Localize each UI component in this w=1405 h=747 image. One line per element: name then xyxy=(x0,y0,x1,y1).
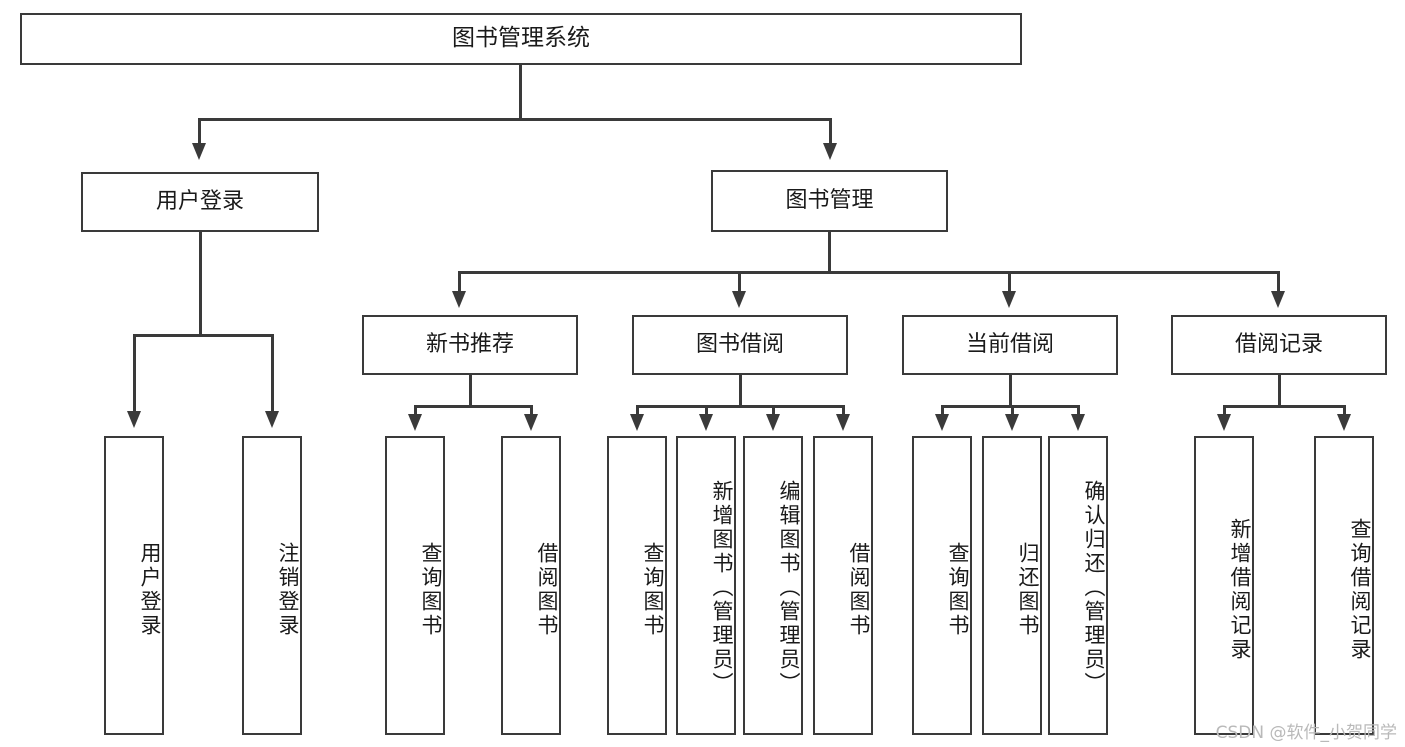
connector-borrow-record-stem xyxy=(1278,375,1281,407)
arrowhead-current-borrow-to-leaf-3 xyxy=(1071,414,1085,431)
arrowhead-book-manage-to-new-book xyxy=(452,291,466,308)
node-current-borrow[interactable]: 当前借阅 xyxy=(902,315,1118,375)
arrowhead-root-to-user-login xyxy=(192,143,206,160)
connector-new-book-bar xyxy=(414,405,532,408)
connector-book-manage-to-book-borrow xyxy=(738,271,741,293)
connector-current-borrow-to-leaf-1 xyxy=(941,405,944,417)
leaf-query-book-current[interactable]: 查询图书 xyxy=(912,436,972,735)
arrowhead-new-book-to-leaf-1 xyxy=(408,414,422,431)
connector-new-book-to-leaf-1 xyxy=(414,405,417,417)
node-book-borrow[interactable]: 图书借阅 xyxy=(632,315,848,375)
connector-user-login-to-leaf-2 xyxy=(271,334,274,413)
leaf-query-book-borrow[interactable]: 查询图书 xyxy=(607,436,667,735)
connector-borrow-record-to-leaf-1 xyxy=(1223,405,1226,417)
connector-book-borrow-stem xyxy=(739,375,742,407)
connector-book-borrow-to-leaf-3 xyxy=(772,405,775,417)
connector-current-borrow-bar xyxy=(941,405,1079,408)
connector-root-bar xyxy=(198,118,832,121)
connector-new-book-to-leaf-2 xyxy=(530,405,533,417)
leaf-add-book-admin[interactable]: 新增图书（管理员） xyxy=(676,436,736,735)
node-book-management[interactable]: 图书管理 xyxy=(711,170,948,232)
node-root-book-management-system[interactable]: 图书管理系统 xyxy=(20,13,1022,65)
leaf-query-borrow-record[interactable]: 查询借阅记录 xyxy=(1314,436,1374,735)
arrowhead-borrow-record-to-leaf-1 xyxy=(1217,414,1231,431)
connector-book-borrow-to-leaf-2 xyxy=(705,405,708,417)
connector-book-manage-to-new-book xyxy=(458,271,461,293)
arrowhead-book-borrow-to-leaf-4 xyxy=(836,414,850,431)
arrowhead-root-to-book-manage xyxy=(823,143,837,160)
connector-book-manage-to-borrow-record xyxy=(1277,271,1280,293)
leaf-edit-book-admin[interactable]: 编辑图书（管理员） xyxy=(743,436,803,735)
arrowhead-book-manage-to-borrow-record xyxy=(1271,291,1285,308)
arrowhead-book-manage-to-book-borrow xyxy=(732,291,746,308)
arrowhead-borrow-record-to-leaf-2 xyxy=(1337,414,1351,431)
arrowhead-new-book-to-leaf-2 xyxy=(524,414,538,431)
connector-current-borrow-to-leaf-3 xyxy=(1077,405,1080,417)
connector-book-borrow-to-leaf-4 xyxy=(842,405,845,417)
node-borrow-record[interactable]: 借阅记录 xyxy=(1171,315,1387,375)
leaf-return-book[interactable]: 归还图书 xyxy=(982,436,1042,735)
leaf-confirm-return-admin[interactable]: 确认归还（管理员） xyxy=(1048,436,1108,735)
connector-borrow-record-bar xyxy=(1223,405,1345,408)
connector-current-borrow-to-leaf-2 xyxy=(1011,405,1014,417)
connector-borrow-record-to-leaf-2 xyxy=(1343,405,1346,417)
arrowhead-book-borrow-to-leaf-1 xyxy=(630,414,644,431)
connector-book-manage-bar xyxy=(458,271,1279,274)
arrowhead-current-borrow-to-leaf-2 xyxy=(1005,414,1019,431)
leaf-add-borrow-record[interactable]: 新增借阅记录 xyxy=(1194,436,1254,735)
connector-new-book-stem xyxy=(469,375,472,407)
connector-user-login-to-leaf-1 xyxy=(133,334,136,413)
arrowhead-book-manage-to-current-borrow xyxy=(1002,291,1016,308)
arrowhead-book-borrow-to-leaf-3 xyxy=(766,414,780,431)
connector-current-borrow-stem xyxy=(1009,375,1012,407)
node-user-login[interactable]: 用户登录 xyxy=(81,172,319,232)
arrowhead-current-borrow-to-leaf-1 xyxy=(935,414,949,431)
arrowhead-book-borrow-to-leaf-2 xyxy=(699,414,713,431)
connector-book-borrow-bar xyxy=(636,405,844,408)
leaf-user-login[interactable]: 用户登录 xyxy=(104,436,164,735)
connector-root-to-user-login xyxy=(198,118,201,146)
connector-book-manage-to-current-borrow xyxy=(1008,271,1011,293)
connector-book-manage-stem xyxy=(828,232,831,273)
node-new-book-recommend[interactable]: 新书推荐 xyxy=(362,315,578,375)
leaf-borrow-book-borrow[interactable]: 借阅图书 xyxy=(813,436,873,735)
leaf-user-logout[interactable]: 注销登录 xyxy=(242,436,302,735)
arrowhead-user-login-to-leaf-2 xyxy=(265,411,279,428)
connector-book-borrow-to-leaf-1 xyxy=(636,405,639,417)
leaf-borrow-book-recommend[interactable]: 借阅图书 xyxy=(501,436,561,735)
leaf-query-book-recommend[interactable]: 查询图书 xyxy=(385,436,445,735)
connector-user-login-stem xyxy=(199,232,202,336)
connector-user-login-bar xyxy=(133,334,273,337)
connector-root-stem xyxy=(519,65,522,120)
arrowhead-user-login-to-leaf-1 xyxy=(127,411,141,428)
connector-root-to-book-manage xyxy=(829,118,832,146)
